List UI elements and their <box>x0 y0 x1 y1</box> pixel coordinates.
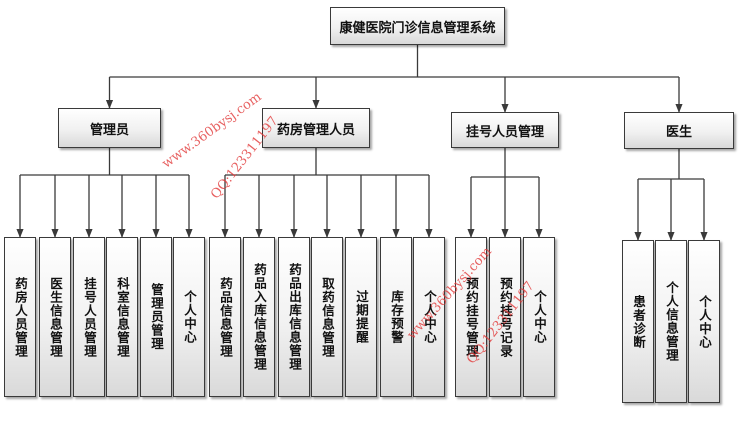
leaf-label: 药品信息管理 <box>218 276 233 358</box>
leaf-label: 药品入库信息管理 <box>252 263 267 371</box>
leaf-label: 患者诊断 <box>631 294 646 349</box>
leaf-label: 个人信息管理 <box>664 281 679 362</box>
role-doctor: 医生 <box>624 112 734 149</box>
root-label: 康健医院门诊信息管理系统 <box>339 20 496 36</box>
leaf-drug-info-mgmt: 药品信息管理 <box>209 237 241 397</box>
leaf-label: 个人中心 <box>422 290 437 344</box>
leaf-patient-diagnosis: 患者诊断 <box>622 240 654 403</box>
leaf-department-info-mgmt: 科室信息管理 <box>106 237 138 397</box>
root-node: 康健医院门诊信息管理系统 <box>330 7 505 45</box>
leaf-label: 预约挂号管理 <box>464 276 479 358</box>
leaf-personal-center: 个人中心 <box>173 237 205 397</box>
leaf-expiry-reminder: 过期提醒 <box>345 237 377 397</box>
leaf-label: 管理员管理 <box>149 283 164 351</box>
leaf-label: 过期提醒 <box>354 290 369 344</box>
leaf-label: 个人中心 <box>532 290 547 344</box>
leaf-personal-info-mgmt: 个人信息管理 <box>655 240 687 403</box>
role-admin: 管理员 <box>58 108 161 148</box>
leaf-label: 个人中心 <box>697 294 712 349</box>
leaf-label: 医生信息管理 <box>48 276 63 358</box>
role-label: 管理员 <box>89 122 129 138</box>
role-label: 药房管理人员 <box>276 122 355 138</box>
leaf-drug-outbound-mgmt: 药品出库信息管理 <box>278 237 310 397</box>
leaf-label: 科室信息管理 <box>115 276 130 358</box>
role-label: 医生 <box>665 125 692 140</box>
leaf-drug-inbound-mgmt: 药品入库信息管理 <box>243 237 275 397</box>
leaf-doctor-info-mgmt: 医生信息管理 <box>39 237 71 397</box>
role-label: 挂号人员管理 <box>465 124 544 140</box>
role-register-staff: 挂号人员管理 <box>451 112 559 148</box>
leaf-label: 库存预警 <box>389 290 404 344</box>
leaf-pharmacy-staff-mgmt: 药房人员管理 <box>4 237 36 397</box>
leaf-register-staff-mgmt: 挂号人员管理 <box>73 237 105 397</box>
leaf-pickup-info-mgmt: 取药信息管理 <box>311 237 343 397</box>
leaf-appointment-mgmt: 预约挂号管理 <box>455 237 487 397</box>
role-pharmacy-staff: 药房管理人员 <box>262 108 370 148</box>
leaf-personal-center: 个人中心 <box>688 240 720 403</box>
leaf-label: 预约挂号记录 <box>498 276 513 358</box>
leaf-label: 药房人员管理 <box>13 276 28 358</box>
leaf-label: 药品出库信息管理 <box>287 263 302 371</box>
leaf-label: 挂号人员管理 <box>82 276 97 358</box>
leaf-personal-center: 个人中心 <box>523 237 555 397</box>
leaf-admin-mgmt: 管理员管理 <box>140 237 172 397</box>
leaf-label: 取药信息管理 <box>320 276 335 358</box>
leaf-appointment-records: 预约挂号记录 <box>489 237 521 397</box>
leaf-personal-center: 个人中心 <box>413 237 445 397</box>
leaf-stock-warning: 库存预警 <box>380 237 412 397</box>
leaf-label: 个人中心 <box>182 290 197 344</box>
